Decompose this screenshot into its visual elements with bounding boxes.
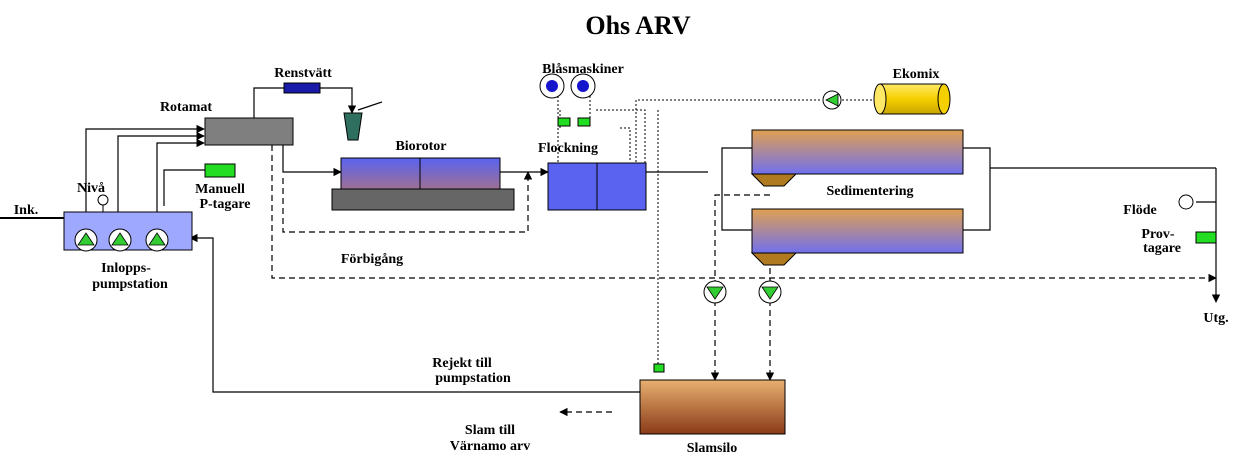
niva-sensor — [97, 194, 109, 212]
manuell-label-2: P-tagare — [199, 197, 250, 212]
sedimentering-tank-1 — [751, 129, 964, 175]
renstvatt-label: Renstvätt — [274, 66, 332, 81]
ekomix-tank — [873, 83, 951, 115]
slam-label-2: Värnamo arv — [450, 439, 531, 454]
sludge-pump-2 — [758, 280, 782, 304]
flode-label: Flöde — [1123, 203, 1156, 218]
biorotor-label: Biorotor — [395, 139, 446, 154]
sedimentering-label: Sedimentering — [826, 184, 913, 199]
blower-2 — [570, 73, 596, 99]
slam-label-1: Slam till — [465, 423, 515, 438]
ekomix-pump — [822, 90, 842, 110]
valve-indicator-1 — [557, 117, 571, 127]
inlopp-label-2: pumpstation — [92, 277, 168, 292]
provtagare-label-2: tagare — [1143, 241, 1181, 256]
rotamat-label: Rotamat — [160, 100, 212, 115]
provtagare-label-1: Prov- — [1141, 227, 1175, 242]
manuell-label-1: Manuell — [195, 182, 245, 197]
valve-indicator-2 — [577, 117, 591, 127]
blasmaskiner-label: Blåsmaskiner — [542, 62, 624, 77]
inlet-pump-3 — [145, 228, 169, 252]
slamsilo-indicator — [653, 363, 665, 373]
screen-unit — [343, 112, 363, 141]
rejekt-label-1: Rejekt till — [432, 356, 492, 371]
rotamat-unit — [204, 117, 294, 146]
renstvatt-unit — [283, 82, 321, 94]
inlet-pump-2 — [108, 228, 132, 252]
ink-label: Ink. — [14, 203, 39, 218]
blower-1 — [539, 73, 565, 99]
pipes — [0, 87, 1221, 393]
sludge-pump-1 — [703, 280, 727, 304]
ekomix-label: Ekomix — [893, 67, 940, 82]
niva-label: Nivå — [77, 181, 105, 196]
inlet-pump-1 — [74, 228, 98, 252]
provtagare-unit — [1195, 231, 1217, 244]
biorotor-base — [331, 188, 515, 211]
forbigang-label: Förbigång — [341, 252, 403, 267]
slamsilo-tank — [639, 379, 786, 435]
dashed-pipes — [271, 145, 1217, 417]
rejekt-label-2: pumpstation — [435, 371, 511, 386]
inlopp-label-1: Inlopps- — [101, 261, 151, 276]
utg-label: Utg. — [1203, 311, 1228, 326]
diagram-title: Ohs ARV — [585, 11, 691, 40]
sedimentering-tank-2 — [751, 208, 964, 254]
manuell-ptagare-unit — [204, 163, 236, 178]
flockning-label: Flockning — [538, 141, 598, 156]
slamsilo-label: Slamsilo — [687, 441, 738, 454]
flode-sensor — [1178, 194, 1194, 210]
